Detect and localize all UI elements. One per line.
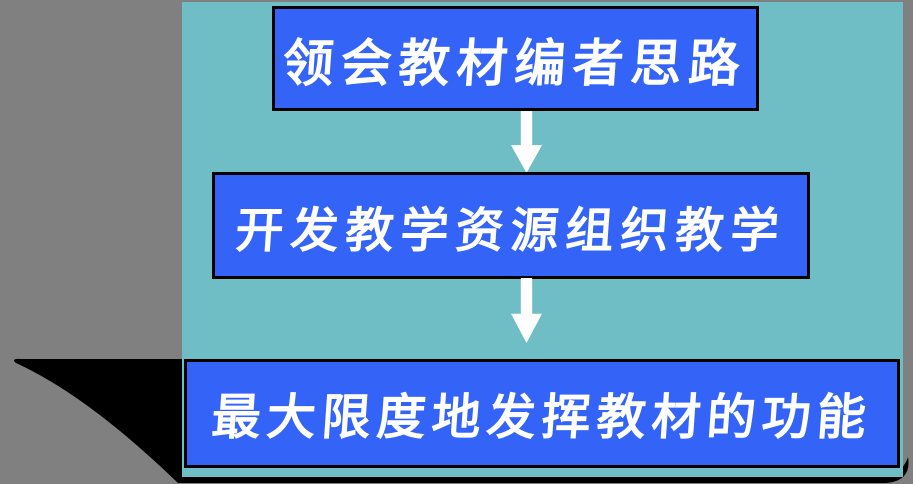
- down-arrow-icon: [511, 278, 542, 343]
- flow-step-3-label: 最大限度地发挥教材的功能: [209, 389, 874, 446]
- down-arrow-icon: [511, 111, 542, 173]
- flow-step-2-label: 开发教学资源组织教学: [233, 202, 788, 259]
- flow-step-2: 开发教学资源组织教学: [212, 172, 810, 279]
- flow-step-1: 领会教材编者思路: [272, 6, 759, 111]
- flow-step-3: 最大限度地发挥教材的功能: [184, 359, 900, 468]
- flow-step-1-label: 领会教材编者思路: [281, 34, 750, 94]
